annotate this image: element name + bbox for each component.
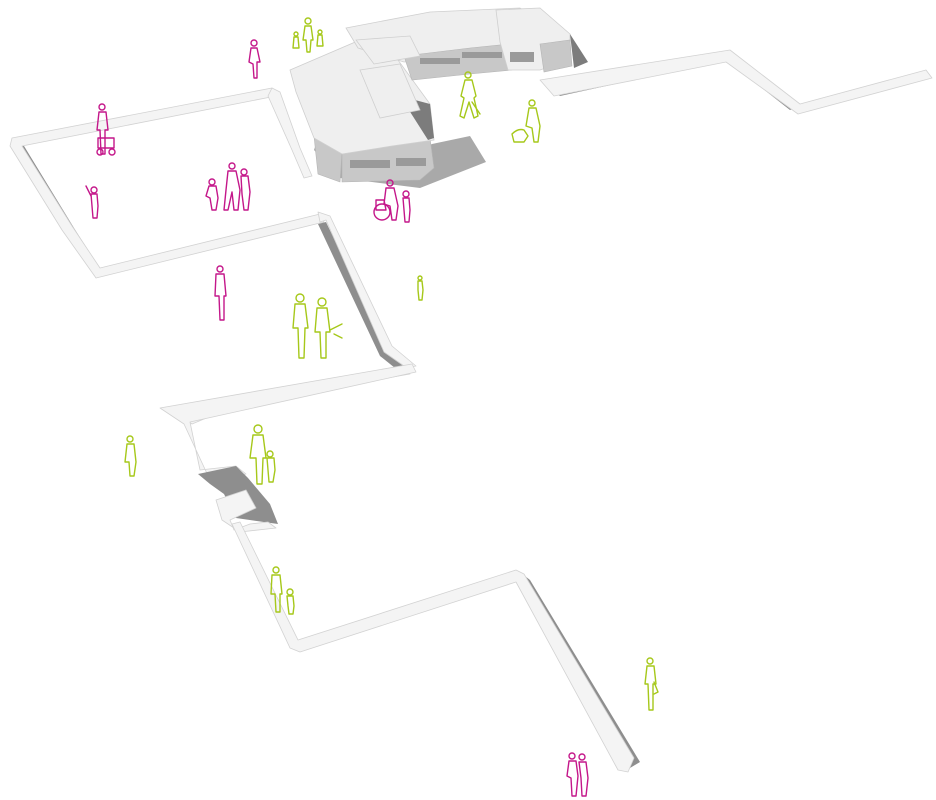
person-figure bbox=[292, 17, 324, 53]
perimeter-wall bbox=[9, 49, 933, 773]
wall-northeast-top bbox=[539, 49, 933, 115]
person-figure bbox=[249, 424, 276, 485]
person-figure bbox=[85, 185, 99, 219]
wall-west-connector bbox=[267, 87, 313, 179]
wall-middle-west bbox=[159, 363, 417, 481]
person-figure bbox=[96, 103, 116, 156]
person-figure bbox=[270, 566, 295, 615]
person-figure bbox=[511, 99, 541, 143]
person-figure bbox=[459, 71, 481, 119]
person-figure bbox=[417, 275, 424, 301]
person-figure bbox=[373, 179, 411, 223]
people-group bbox=[85, 17, 659, 797]
person-figure bbox=[248, 39, 261, 79]
person-figure bbox=[566, 752, 589, 797]
person-figure bbox=[292, 293, 343, 359]
person-figure bbox=[214, 265, 227, 321]
person-figure bbox=[124, 435, 137, 477]
wall-south-top bbox=[231, 521, 635, 773]
person-figure bbox=[644, 657, 659, 711]
person-figure bbox=[205, 162, 251, 211]
building-complex bbox=[289, 7, 588, 188]
